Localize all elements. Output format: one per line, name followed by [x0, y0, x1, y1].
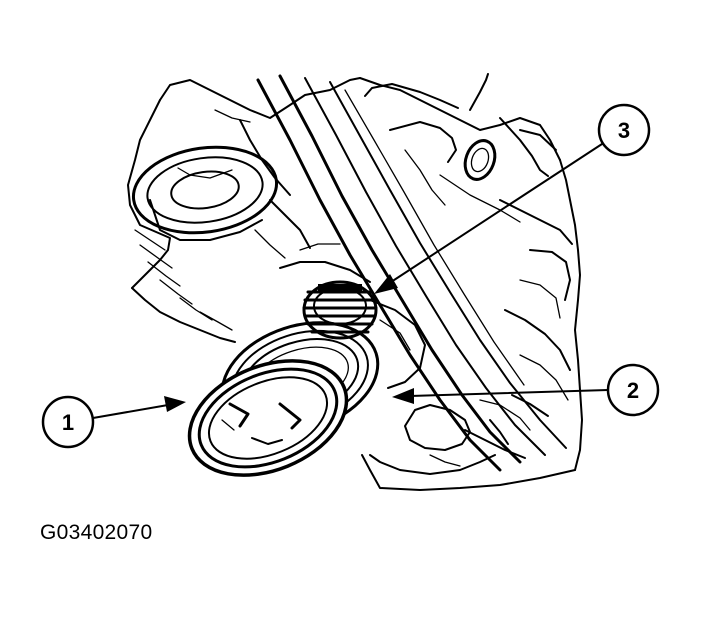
crankshaft-pulley	[187, 359, 349, 477]
engine-block	[127, 73, 583, 491]
callout-2-label: 2	[627, 378, 639, 403]
figure-id: G03402070	[40, 521, 153, 544]
crankshaft-sprocket	[302, 280, 378, 340]
callout-3-label: 3	[618, 118, 630, 143]
callout-1-label: 1	[62, 410, 74, 435]
callout-3: 3	[374, 103, 651, 294]
callout-2: 2	[392, 363, 660, 417]
callout-1: 1	[41, 395, 186, 449]
